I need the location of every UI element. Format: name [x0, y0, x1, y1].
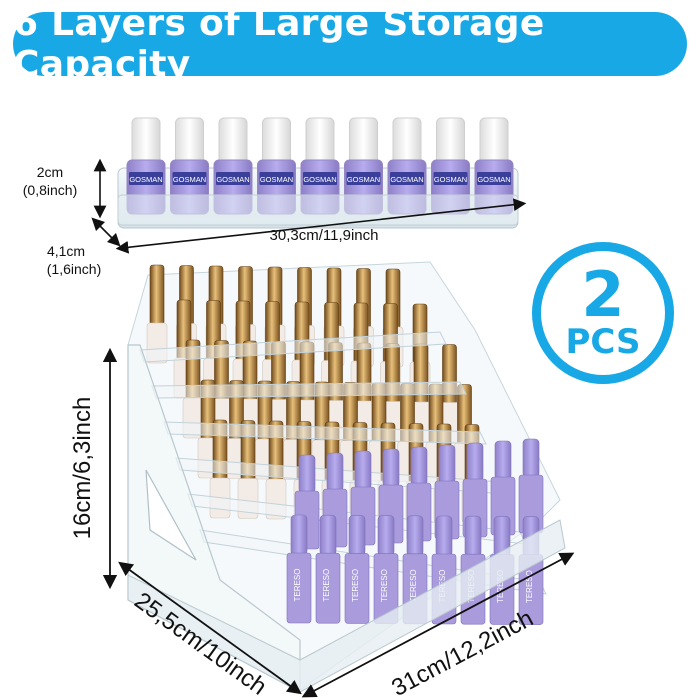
- bottle-brand-label: GOSMAN: [303, 175, 336, 184]
- banner-title: 6 Layers of Large Storage Capacity: [13, 3, 545, 85]
- large-width-arrow: [301, 552, 575, 698]
- small-length-arrow: [115, 198, 527, 254]
- bottle-brand-label: GOSMAN: [216, 175, 249, 184]
- quantity-badge: 2 PCS: [532, 242, 674, 384]
- bottle-brand-label: GOSMAN: [347, 175, 380, 184]
- large-depth-arrow: [118, 561, 302, 695]
- bottle-brand-label: GOSMAN: [434, 175, 467, 184]
- gel-bottle-brand-label: TERESO: [293, 569, 302, 602]
- bottle-brand-label: GOSMAN: [390, 175, 423, 184]
- small-length-label: 30,3cm/11,9inch: [270, 227, 379, 244]
- small-depth-in: (1,6inch): [47, 261, 101, 277]
- small-depth-arrow: [91, 217, 121, 247]
- badge-number: 2: [581, 258, 625, 331]
- side-panel-cutout: [145, 469, 197, 561]
- gel-bottle-brand-label: TERESO: [380, 569, 389, 602]
- small-depth-cm: 4,1cm: [47, 243, 85, 259]
- bottle-brand-label: GOSMAN: [173, 175, 206, 184]
- gel-bottle-brand-label: TERESO: [322, 569, 331, 602]
- small-height-cm: 2cm: [37, 164, 63, 180]
- gel-bottle-brand-label: TERESO: [351, 569, 360, 602]
- small-shelf-front-lip: [117, 194, 519, 226]
- bottle-brand-label: GOSMAN: [260, 175, 293, 184]
- small-height-in: (0,8inch): [23, 182, 77, 198]
- bottle-brand-label: GOSMAN: [129, 175, 162, 184]
- large-height-label: 16cm/6,3inch: [69, 397, 96, 540]
- badge-unit: PCS: [565, 322, 641, 362]
- title-banner: 6 Layers of Large Storage Capacity: [13, 3, 687, 85]
- bottle-brand-label: GOSMAN: [477, 175, 510, 184]
